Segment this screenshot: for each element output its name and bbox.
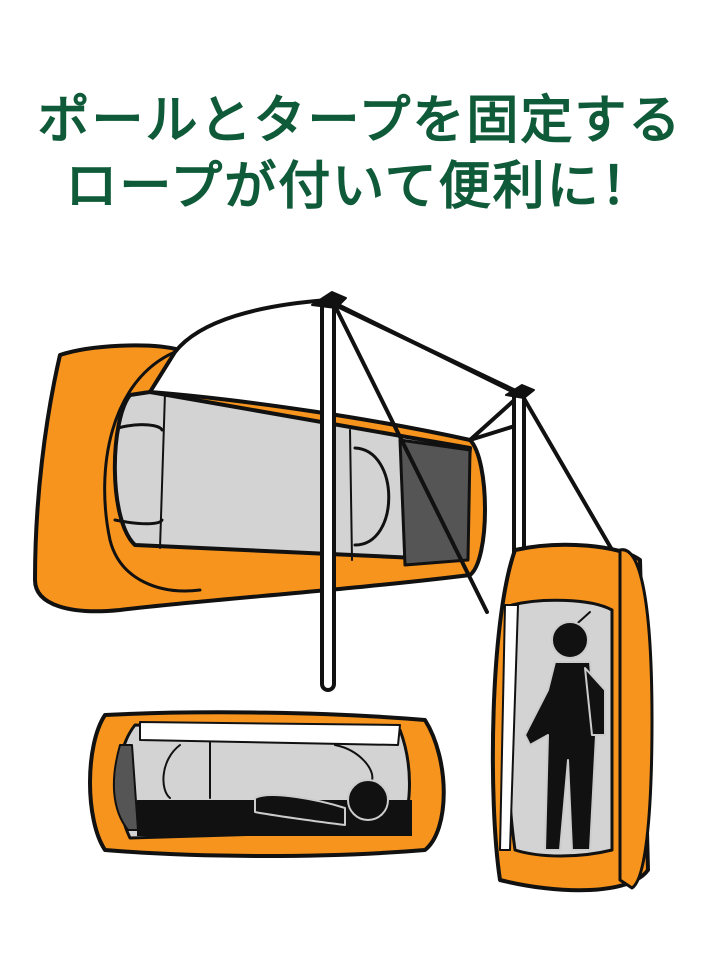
sleeping-person-icon — [137, 779, 412, 836]
headline-line-1: ポールとタープを固定する — [37, 91, 683, 151]
tent-upright — [490, 542, 654, 893]
headline-line-2: ロープが付いて便利に！ — [65, 157, 655, 217]
headline: ポールとタープを固定する ロープが付いて便利に！ — [0, 88, 720, 220]
pole-icon — [311, 291, 535, 692]
standing-person-icon — [524, 621, 606, 851]
tent-horizontal — [88, 710, 446, 858]
rope-icon — [333, 303, 617, 614]
